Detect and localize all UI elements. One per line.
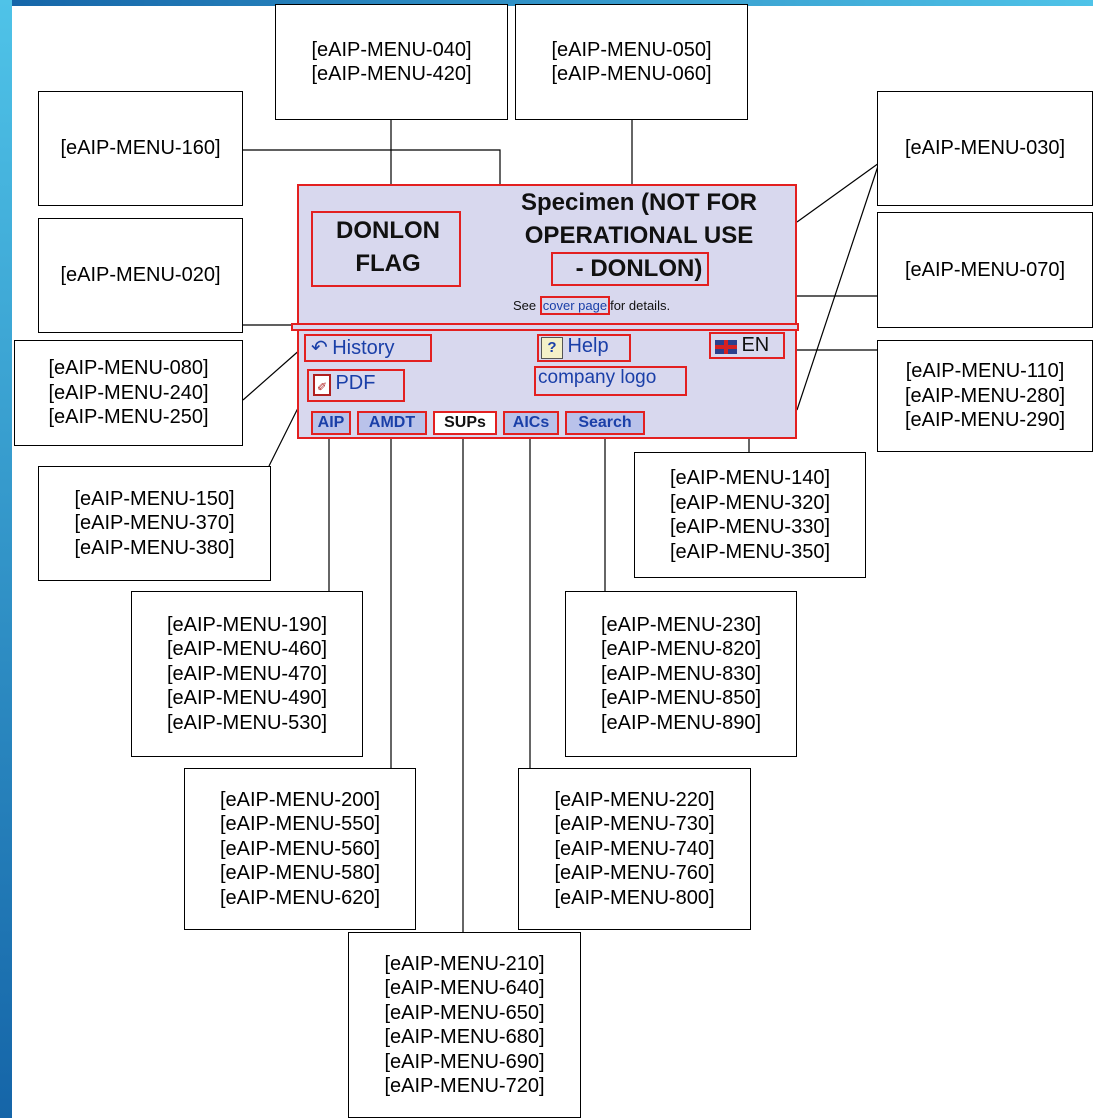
eaip-menu-specimen: DONLON FLAG Specimen (NOT FOR OPERATIONA… [291, 184, 799, 439]
callout-menu-050: [eAIP-MENU-050] [eAIP-MENU-060] [515, 4, 748, 120]
separator-highlight [291, 323, 799, 331]
help-icon: ? [541, 337, 563, 359]
help-link[interactable]: ? Help [541, 335, 609, 359]
callout-menu-200: [eAIP-MENU-200] [eAIP-MENU-550] [eAIP-ME… [184, 768, 416, 930]
decorative-top-bar [0, 0, 1093, 6]
company-logo[interactable]: company logo [538, 367, 657, 388]
uk-flag-icon [715, 339, 737, 354]
donlon-highlight [551, 252, 709, 286]
language-switch[interactable]: EN [715, 334, 769, 357]
tab-amdt[interactable]: AMDT [357, 411, 427, 435]
callout-menu-210: [eAIP-MENU-210] [eAIP-MENU-640] [eAIP-ME… [348, 932, 581, 1118]
history-highlight [304, 334, 432, 362]
callout-menu-080: [eAIP-MENU-080] [eAIP-MENU-240] [eAIP-ME… [14, 340, 243, 446]
tab-search[interactable]: Search [565, 411, 645, 435]
flag-highlight [311, 211, 461, 287]
callout-menu-020: [eAIP-MENU-020] [38, 218, 243, 333]
pdf-link[interactable]: ✐ PDF [313, 372, 375, 396]
tab-sups[interactable]: SUPs [433, 411, 497, 435]
connector-030a [796, 162, 880, 223]
callout-menu-040: [eAIP-MENU-040] [eAIP-MENU-420] [275, 4, 508, 120]
callout-menu-030: [eAIP-MENU-030] [877, 91, 1093, 206]
pdf-icon: ✐ [313, 373, 331, 396]
pdf-highlight [307, 369, 405, 402]
tab-aics[interactable]: AICs [503, 411, 559, 435]
tab-aip[interactable]: AIP [311, 411, 351, 435]
connector-080 [242, 347, 303, 401]
help-highlight [537, 334, 631, 362]
donlon-flag: DONLON FLAG [336, 217, 440, 277]
callout-menu-110: [eAIP-MENU-110] [eAIP-MENU-280] [eAIP-ME… [877, 340, 1093, 452]
callout-menu-230: [eAIP-MENU-230] [eAIP-MENU-820] [eAIP-ME… [565, 591, 797, 757]
callout-menu-070: [eAIP-MENU-070] [877, 212, 1093, 328]
cover-page-link[interactable]: cover page [539, 296, 611, 315]
callout-menu-160: [eAIP-MENU-160] [38, 91, 243, 206]
specimen-title: Specimen (NOT FOR OPERATIONAL USE - DONL… [520, 189, 758, 282]
company-logo-highlight [534, 366, 687, 396]
callout-menu-220: [eAIP-MENU-220] [eAIP-MENU-730] [eAIP-ME… [518, 768, 751, 930]
callout-menu-190: [eAIP-MENU-190] [eAIP-MENU-460] [eAIP-ME… [131, 591, 363, 757]
callout-menu-140: [eAIP-MENU-140] [eAIP-MENU-320] [eAIP-ME… [634, 452, 866, 578]
connector-030b [796, 162, 880, 411]
lang-highlight [709, 332, 785, 359]
decorative-left-bar [0, 0, 12, 1118]
callout-menu-150: [eAIP-MENU-150] [eAIP-MENU-370] [eAIP-ME… [38, 466, 271, 581]
history-link[interactable]: ↶ History [311, 337, 395, 359]
undo-icon: ↶ [311, 337, 328, 359]
